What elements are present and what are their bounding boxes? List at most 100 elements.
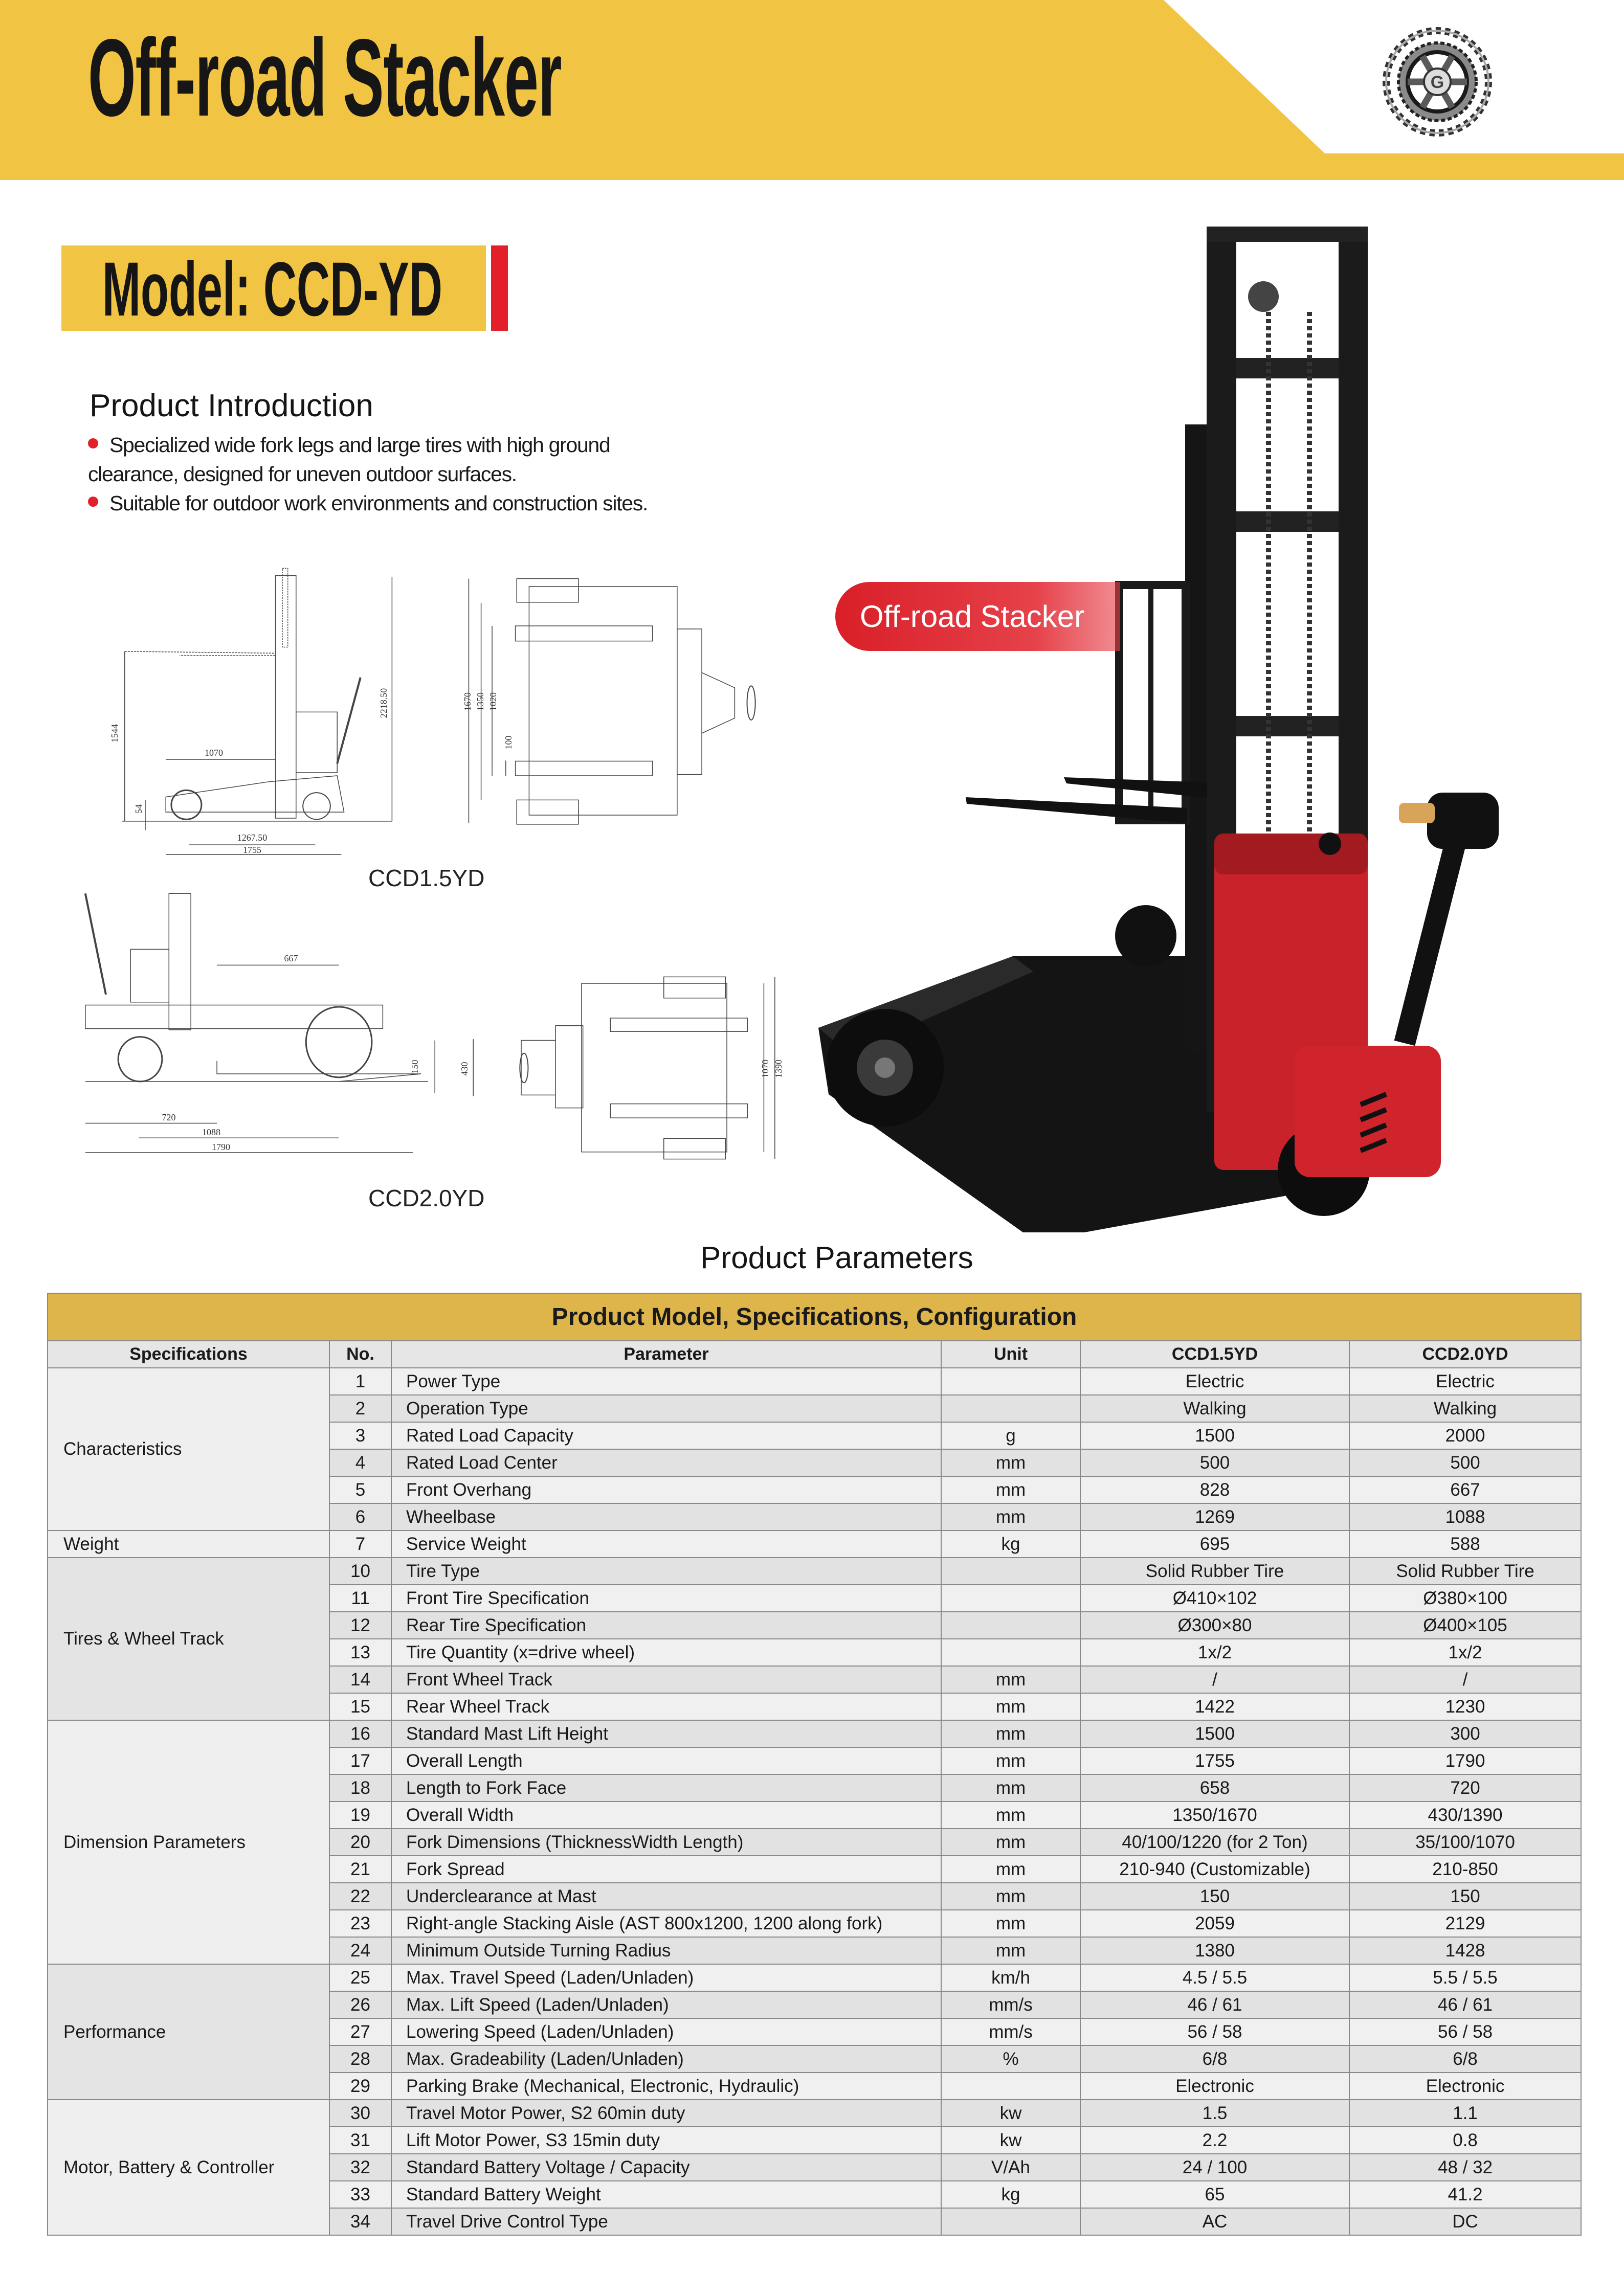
row-value-ccd20: 667 — [1348, 1476, 1582, 1504]
row-parameter: Rated Load Capacity — [391, 1422, 942, 1450]
row-parameter: Front Tire Specification — [391, 1584, 942, 1612]
row-unit: kg — [941, 1530, 1081, 1558]
col-header-ccd15: CCD1.5YD — [1080, 1340, 1350, 1368]
row-number: 13 — [329, 1638, 392, 1667]
row-unit: mm — [941, 1720, 1081, 1748]
row-value-ccd15: 2.2 — [1080, 2126, 1350, 2154]
model-label: Model: CCD-YD — [102, 246, 442, 332]
row-value-ccd20: 300 — [1348, 1720, 1582, 1748]
dim-label: 1790 — [212, 1142, 230, 1152]
product-photo — [818, 227, 1499, 1232]
spec-table: Product Model, Specifications, Configura… — [47, 1293, 1582, 2236]
row-number: 30 — [329, 2099, 392, 2127]
row-value-ccd15: 1380 — [1080, 1937, 1350, 1965]
row-value-ccd15: Walking — [1080, 1394, 1350, 1423]
row-parameter: Standard Battery Voltage / Capacity — [391, 2153, 942, 2181]
row-value-ccd20: 1x/2 — [1348, 1638, 1582, 1667]
row-number: 26 — [329, 1991, 392, 2019]
row-number: 2 — [329, 1394, 392, 1423]
row-unit: kw — [941, 2099, 1081, 2127]
row-unit — [941, 1557, 1081, 1585]
table-title: Product Model, Specifications, Configura… — [47, 1293, 1582, 1341]
row-value-ccd20: Solid Rubber Tire — [1348, 1557, 1582, 1585]
row-unit — [941, 1584, 1081, 1612]
row-unit: mm — [941, 1665, 1081, 1694]
row-unit: mm/s — [941, 2018, 1081, 2046]
row-parameter: Max. Travel Speed (Laden/Unladen) — [391, 1964, 942, 1992]
dim-label: 150 — [410, 1060, 420, 1074]
row-value-ccd15: 1500 — [1080, 1422, 1350, 1450]
spec-group-label: Dimension Parameters — [47, 1720, 330, 1965]
row-unit: mm — [941, 1855, 1081, 1883]
row-value-ccd20: 56 / 58 — [1348, 2018, 1582, 2046]
page-title: Off-road Stacker — [88, 16, 562, 139]
row-number: 22 — [329, 1882, 392, 1910]
row-value-ccd20: 35/100/1070 — [1348, 1828, 1582, 1856]
model-accent-bar — [491, 245, 508, 331]
row-parameter: Right-angle Stacking Aisle (AST 800x1200… — [391, 1909, 942, 1938]
row-value-ccd15: Electric — [1080, 1367, 1350, 1395]
ccd15-top-view — [469, 579, 755, 824]
dim-label: 2218.50 — [379, 688, 389, 718]
ccd15-side-view — [122, 568, 392, 854]
row-unit — [941, 1394, 1081, 1423]
row-value-ccd20: Ø400×105 — [1348, 1611, 1582, 1639]
row-value-ccd20: Electronic — [1348, 2072, 1582, 2100]
intro-bullet-text: Suitable for outdoor work environments a… — [109, 491, 648, 515]
row-unit — [941, 2072, 1081, 2100]
drawing-label-ccd20: CCD2.0YD — [368, 1185, 485, 1211]
row-value-ccd15: 828 — [1080, 1476, 1350, 1504]
row-parameter: Parking Brake (Mechanical, Electronic, H… — [391, 2072, 942, 2100]
intro-bullet: Suitable for outdoor work environments a… — [88, 489, 651, 518]
row-unit: km/h — [941, 1964, 1081, 1992]
row-parameter: Rated Load Center — [391, 1449, 942, 1477]
row-parameter: Power Type — [391, 1367, 942, 1395]
row-parameter: Standard Battery Weight — [391, 2180, 942, 2209]
row-number: 17 — [329, 1747, 392, 1775]
row-parameter: Wheelbase — [391, 1503, 942, 1531]
dim-label: 1350 — [475, 692, 485, 711]
spec-group-label: Characteristics — [47, 1367, 330, 1531]
row-value-ccd15: 1755 — [1080, 1747, 1350, 1775]
ccd20-top-view — [473, 977, 775, 1159]
row-value-ccd20: / — [1348, 1665, 1582, 1694]
row-value-ccd20: 720 — [1348, 1774, 1582, 1802]
technical-drawings: 1544 2218.50 1070 54 1267.50 1755 1670 1… — [77, 557, 784, 1191]
row-unit: mm — [941, 1801, 1081, 1829]
row-number: 25 — [329, 1964, 392, 1992]
row-value-ccd20: 2000 — [1348, 1422, 1582, 1450]
row-value-ccd15: 210-940 (Customizable) — [1080, 1855, 1350, 1883]
row-value-ccd20: 48 / 32 — [1348, 2153, 1582, 2181]
row-value-ccd20: 1.1 — [1348, 2099, 1582, 2127]
dim-label: 1020 — [488, 692, 498, 711]
intro-list: Specialized wide fork legs and large tir… — [88, 431, 651, 518]
row-parameter: Max. Gradeability (Laden/Unladen) — [391, 2045, 942, 2073]
dim-label: 54 — [134, 804, 144, 814]
row-parameter: Fork Spread — [391, 1855, 942, 1883]
row-unit: mm — [941, 1503, 1081, 1531]
row-parameter: Fork Dimensions (ThicknessWidth Length) — [391, 1828, 942, 1856]
col-header-parameter: Parameter — [391, 1340, 942, 1368]
dim-label: 1544 — [109, 724, 120, 742]
dim-label: 1088 — [202, 1127, 220, 1137]
row-number: 5 — [329, 1476, 392, 1504]
bullet-dot-icon — [88, 438, 98, 449]
row-number: 10 — [329, 1557, 392, 1585]
intro-bullet-text: Specialized wide fork legs and large tir… — [88, 433, 611, 486]
